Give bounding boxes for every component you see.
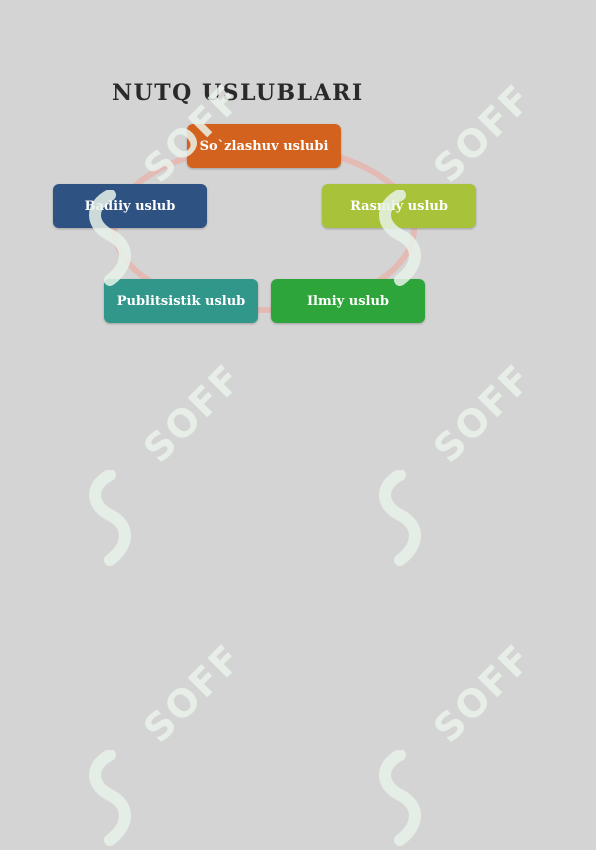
node-sozlashuv-uslubi: So`zlashuv uslubi xyxy=(187,124,341,168)
node-badiiy-uslub: Badiiy uslub xyxy=(53,184,207,228)
watermark-logo: SOFF xyxy=(80,635,260,850)
watermark-logo: SOFF xyxy=(370,355,550,570)
watermark-icon xyxy=(89,750,131,846)
node-rasmiy-uslub: Rasmiy uslub xyxy=(322,184,476,228)
node-ilmiy-uslub: Ilmiy uslub xyxy=(271,279,425,323)
node-publitsistik-uslub: Publitsistik uslub xyxy=(104,279,258,323)
watermark-icon xyxy=(379,750,421,846)
watermark-logo: SOFF xyxy=(80,355,260,570)
watermark-icon xyxy=(379,470,421,566)
watermark-logo: SOFF xyxy=(370,635,550,850)
watermark-icon xyxy=(89,470,131,566)
page-title: NUTQ USLUBLARI xyxy=(112,80,364,106)
